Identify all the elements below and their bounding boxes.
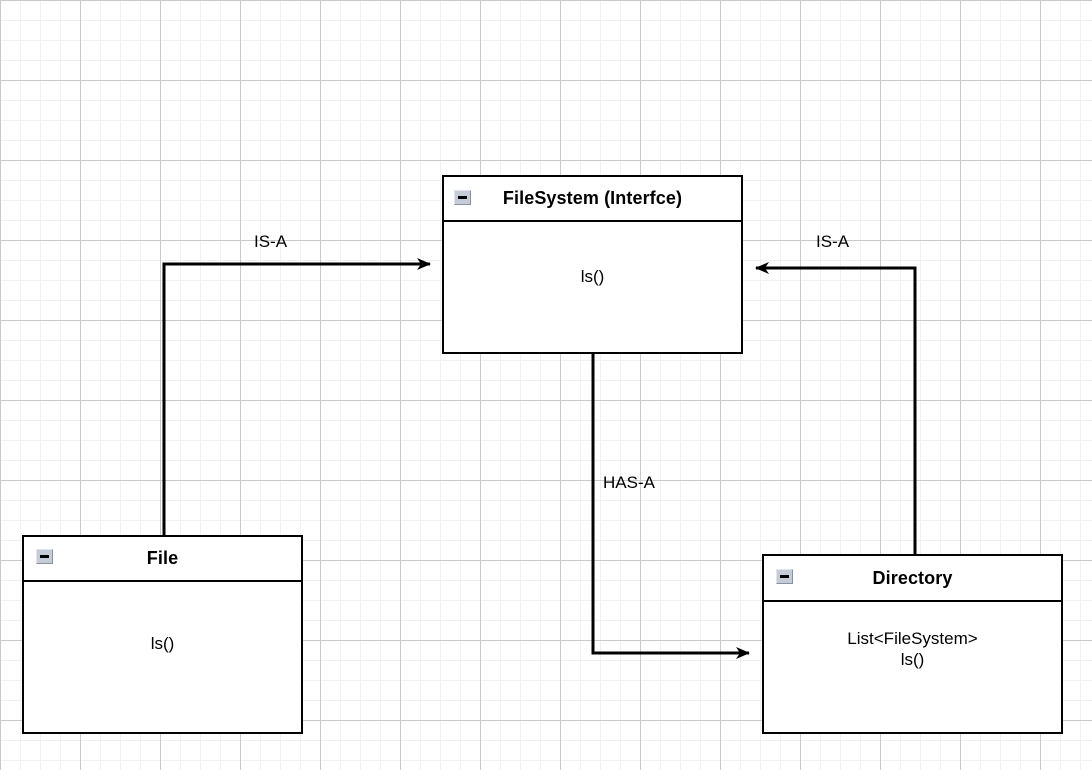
uml-class-title-directory: Directory (872, 567, 953, 588)
edge-label-is-a-file: IS-A (254, 232, 288, 251)
uml-member: List<FileSystem> (847, 628, 978, 648)
uml-class-title-file: File (146, 548, 179, 568)
minus-glyph (780, 575, 789, 578)
uml-class-header-file: File (24, 537, 301, 582)
uml-member: ls() (150, 634, 175, 654)
collapse-minus-icon[interactable] (454, 190, 471, 205)
uml-class-file[interactable]: File ls() (22, 535, 303, 734)
uml-class-body-file: ls() (24, 582, 301, 732)
uml-class-directory[interactable]: Directory List<FileSystem> ls() (762, 554, 1063, 734)
edge-label-is-a-directory: IS-A (816, 232, 850, 251)
minus-glyph (40, 555, 49, 558)
uml-class-filesystem[interactable]: FileSystem (Interfce) ls() (442, 175, 743, 354)
connector-filesystem-has-a-directory (591, 354, 750, 659)
connector-directory-is-a-filesystem (755, 262, 917, 554)
uml-member: ls() (580, 267, 605, 287)
uml-class-body-filesystem: ls() (444, 222, 741, 352)
uml-class-header-directory: Directory (764, 556, 1061, 602)
uml-class-header-filesystem: FileSystem (Interfce) (444, 177, 741, 222)
edge-label-has-a: HAS-A (603, 473, 655, 492)
uml-member: ls() (900, 650, 925, 669)
uml-class-title-filesystem: FileSystem (Interfce) (502, 188, 683, 208)
collapse-minus-icon[interactable] (36, 549, 53, 564)
uml-class-body-directory: List<FileSystem> ls() (764, 602, 1061, 732)
connector-file-is-a-filesystem (162, 258, 431, 535)
minus-glyph (458, 196, 467, 199)
collapse-minus-icon[interactable] (776, 569, 793, 584)
